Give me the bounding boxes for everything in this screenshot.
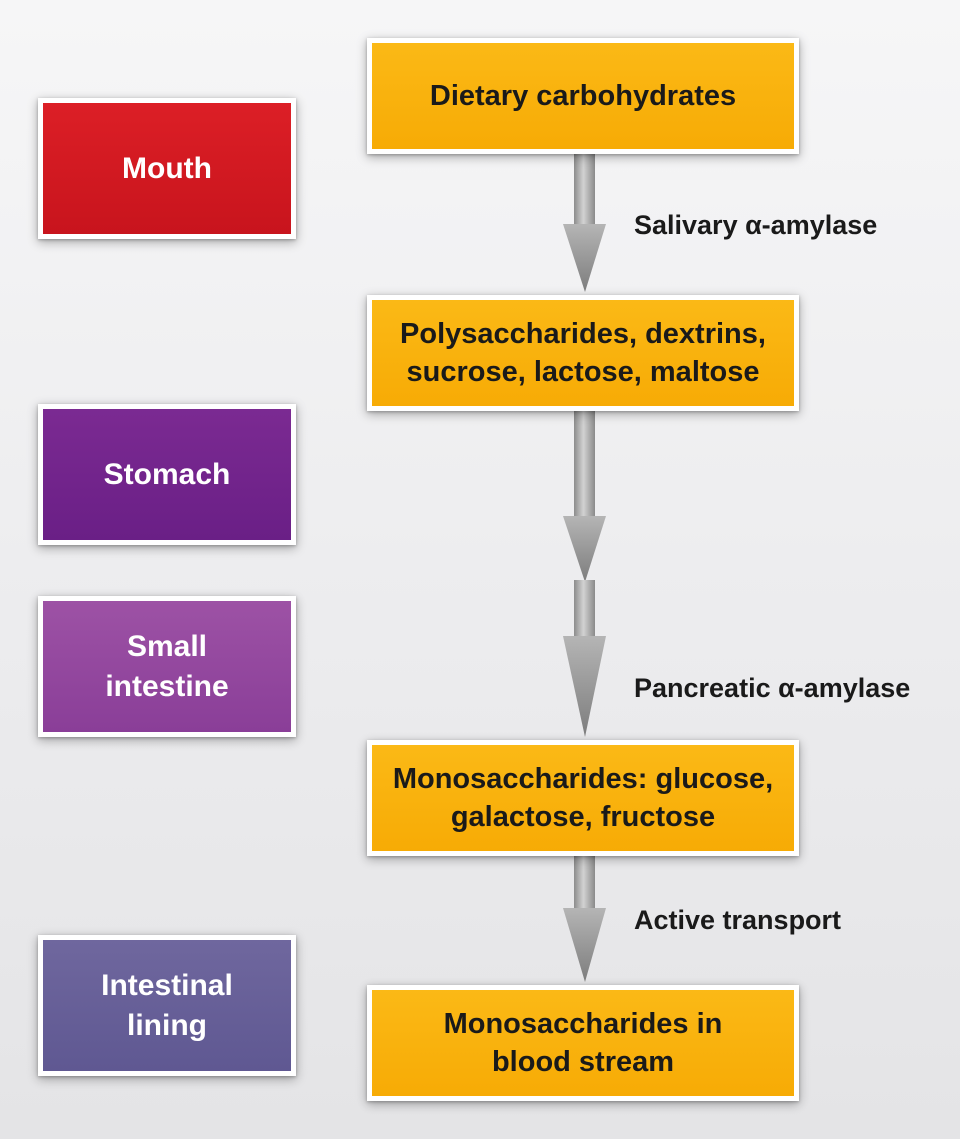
step-blood-stream: Monosaccharides in blood stream [367, 985, 799, 1101]
arrow-3 [563, 856, 606, 982]
enzyme-salivary-amylase: Salivary α-amylase [634, 210, 878, 240]
step-3-label: Monosaccharides: glucose, galactose, fru… [392, 763, 774, 833]
stage-mouth-label: Mouth [122, 151, 212, 185]
stage-small-intestine: Small intestine [38, 596, 296, 737]
step-dietary-carbohydrates: Dietary carbohydrates [367, 38, 799, 154]
stage-mouth: Mouth [38, 98, 296, 239]
arrow-1 [563, 154, 606, 292]
step-polysaccharides: Polysaccharides, dextrins, sucrose, lact… [367, 295, 799, 411]
stage-intestinal-lining-label: Intestinal lining [101, 968, 233, 1042]
stage-stomach-label: Stomach [103, 457, 231, 491]
step-2-label: Polysaccharides, dextrins, sucrose, lact… [400, 318, 766, 388]
stage-intestinal-lining: Intestinal lining [38, 935, 296, 1076]
step-4-label: Monosaccharides in blood stream [443, 1008, 723, 1078]
arrow-2 [563, 411, 606, 737]
step-monosaccharides: Monosaccharides: glucose, galactose, fru… [367, 740, 799, 856]
stage-stomach: Stomach [38, 404, 296, 545]
enzyme-active-transport: Active transport [634, 905, 842, 935]
step-1-label: Dietary carbohydrates [429, 80, 737, 112]
enzyme-pancreatic-amylase: Pancreatic α-amylase [634, 673, 911, 703]
stage-small-intestine-label: Small intestine [105, 629, 229, 703]
